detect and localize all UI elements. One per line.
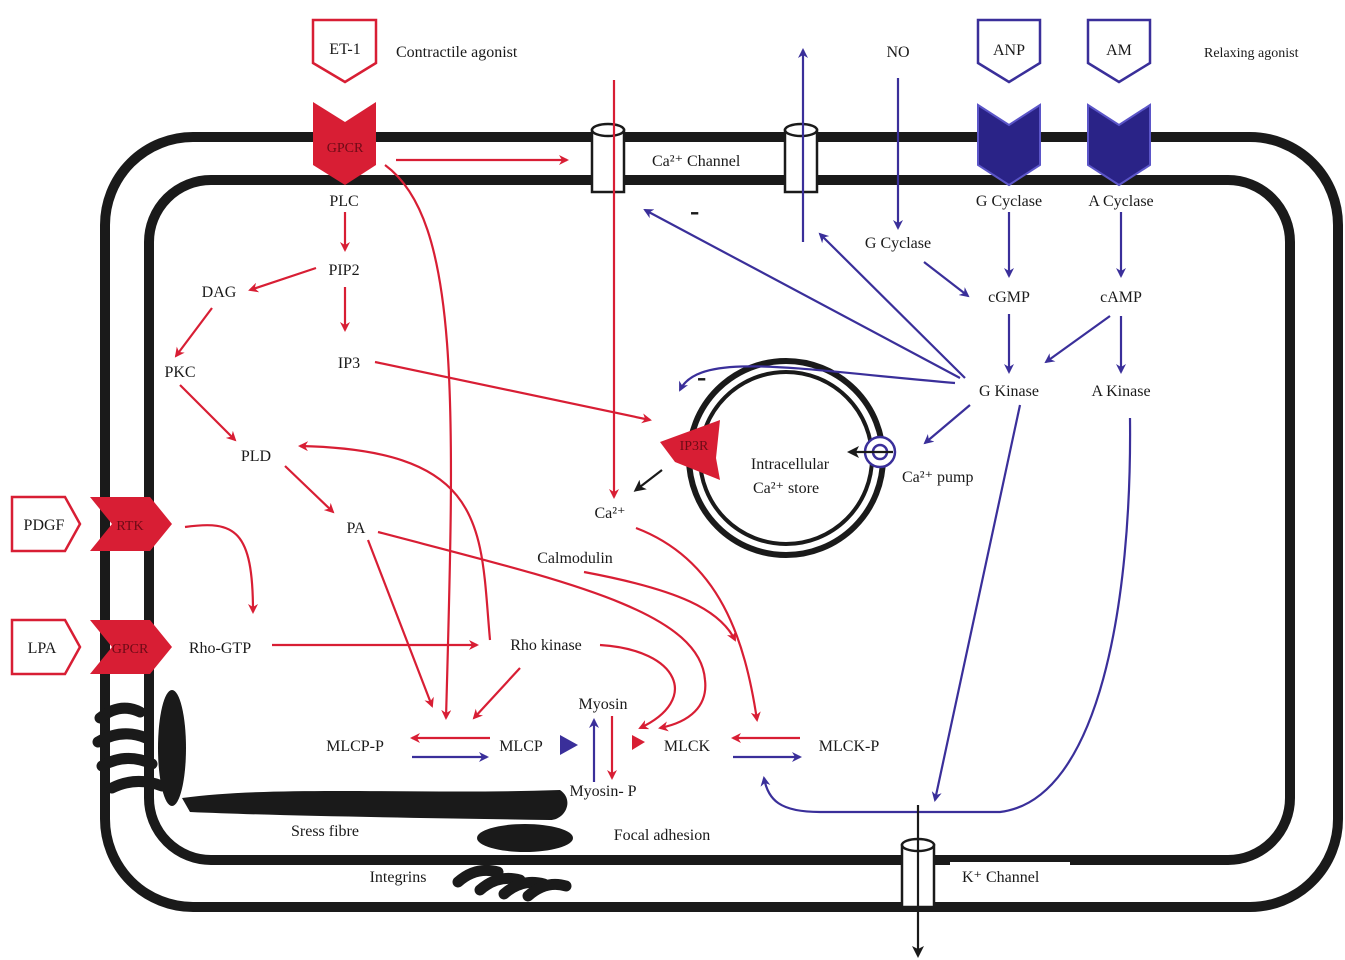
ca-channel-label: Ca²⁺ Channel <box>652 153 741 170</box>
rtk-label: RTK <box>116 519 143 534</box>
pip2-label: PIP2 <box>328 262 359 279</box>
ip3-label: IP3 <box>338 355 360 372</box>
pdgf-label: PDGF <box>24 517 65 534</box>
lpa-agonist: LPA <box>10 618 82 676</box>
integrins-shape <box>92 702 572 902</box>
am-receptor <box>1087 103 1151 187</box>
contractile-agonist-label: Contractile agonist <box>396 44 518 61</box>
lpa-label: LPA <box>28 640 57 657</box>
stress-fibre-shape <box>182 790 568 820</box>
relaxing-arrows <box>412 48 1132 814</box>
ip3r-receptor: IP3R <box>660 420 720 480</box>
g-kinase-label: G Kinase <box>979 383 1039 400</box>
mlck-p-label: MLCK-P <box>819 738 880 755</box>
gpcr-top-receptor: GPCR <box>313 102 376 185</box>
gpcr-left-label: GPCR <box>112 642 149 657</box>
anp-receptor <box>977 103 1041 187</box>
integrins-label: Integrins <box>370 869 427 886</box>
focal-adhesion-shape <box>477 824 573 852</box>
relaxing-agonist-label: Relaxing agonist <box>1204 46 1299 61</box>
no-label: NO <box>886 44 909 61</box>
gpcr-left-receptor: GPCR <box>90 620 172 674</box>
camp-label: cAMP <box>1100 289 1142 306</box>
a-cyclase-label: A Cyclase <box>1088 193 1153 210</box>
inhibition-sign-1: - <box>690 196 699 227</box>
pdgf-agonist: PDGF <box>10 495 82 553</box>
mlcp-p-label: MLCP-P <box>326 738 384 755</box>
ip3r-label: IP3R <box>680 439 709 454</box>
ca2-label: Ca²⁺ <box>594 505 625 522</box>
k-channel-label: K⁺ Channel <box>962 869 1040 886</box>
ca-channel <box>590 122 819 194</box>
mlcp-label: MLCP <box>499 738 543 755</box>
pld-label: PLD <box>241 448 271 465</box>
focal-adhesion-label: Focal adhesion <box>614 827 710 844</box>
stress-fibre-label: Sress fibre <box>291 823 359 840</box>
g-cyclase-soluble-label: G Cyclase <box>865 235 931 252</box>
et1-agonist: ET-1 <box>311 18 378 84</box>
a-kinase-label: A Kinase <box>1091 383 1150 400</box>
anp-agonist: ANP <box>976 18 1042 84</box>
myosin-p-label: Myosin- P <box>569 783 636 800</box>
gpcr-top-label: GPCR <box>327 141 364 156</box>
pa-label: PA <box>347 520 366 537</box>
dag-label: DAG <box>202 284 237 301</box>
am-agonist: AM <box>1086 18 1152 84</box>
cgmp-label: cGMP <box>988 289 1030 306</box>
myosin-label: Myosin <box>579 696 628 713</box>
node-labels: PLC PIP2 DAG PKC IP3 PLD PA Rho-GTP Rho … <box>164 193 1153 886</box>
pkc-label: PKC <box>164 364 195 381</box>
rho-gtp-label: Rho-GTP <box>189 640 251 657</box>
g-cyclase-membrane-label: G Cyclase <box>976 193 1042 210</box>
store-label-line1: Intracellular <box>751 456 830 473</box>
store-label-line2: Ca²⁺ store <box>753 480 819 497</box>
store-release-arrows <box>633 446 924 958</box>
anp-label: ANP <box>993 42 1025 59</box>
calmodulin-label: Calmodulin <box>537 550 613 567</box>
inhibition-sign-2: - <box>697 362 706 393</box>
rho-kinase-label: Rho kinase <box>510 637 582 654</box>
ca-pump-label: Ca²⁺ pump <box>902 469 973 486</box>
cytoskeleton <box>92 690 573 902</box>
am-label: AM <box>1106 42 1132 59</box>
plc-label: PLC <box>329 193 358 210</box>
contractile-arrows <box>174 80 800 780</box>
rtk-receptor: RTK <box>90 497 172 551</box>
et1-label: ET-1 <box>329 41 360 58</box>
mlck-label: MLCK <box>664 738 711 755</box>
